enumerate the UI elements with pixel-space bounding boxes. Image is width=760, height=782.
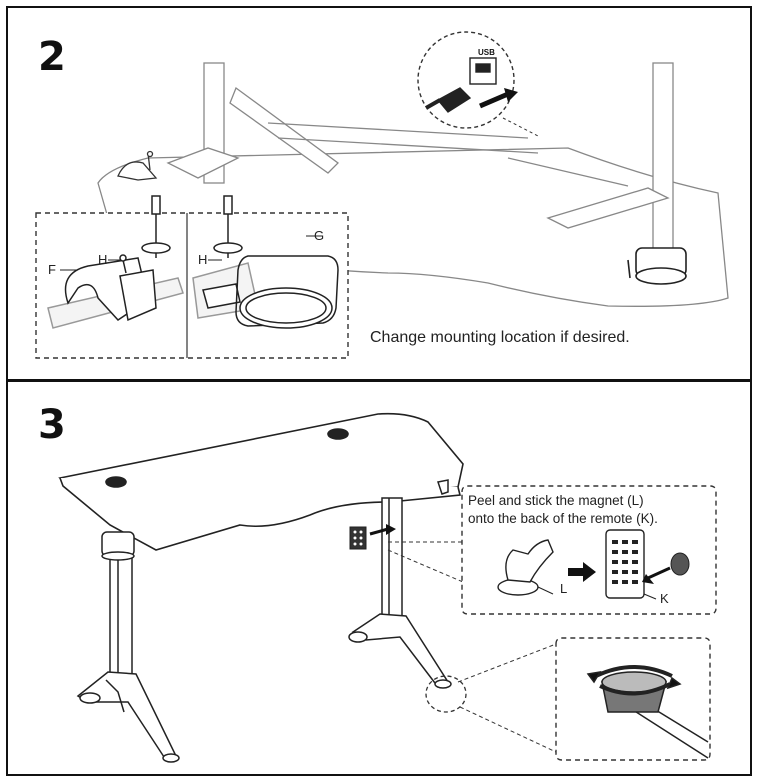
part-label-g: G [314, 228, 324, 243]
part-label-h-left: H [98, 252, 107, 267]
magnet-note-line-1: Peel and stick the magnet (L) [468, 493, 644, 508]
part-label-l: L [560, 581, 567, 596]
step-2-caption: Change mounting location if desired. [370, 329, 630, 346]
part-label-k: K [660, 591, 669, 606]
step-2-illustration: USB [35, 31, 729, 359]
step-number: 2 [38, 34, 66, 80]
step-3-panel: 3 [6, 380, 752, 776]
usb-label: USB [478, 48, 495, 57]
part-label-f: F [48, 262, 56, 277]
usb-callout [417, 31, 515, 129]
magnet-note-line-2: onto the back of the remote (K). [468, 511, 658, 526]
part-label-h-right: H [198, 252, 207, 267]
step-3-illustration: L K [58, 412, 717, 763]
step-2-panel: 2 [6, 6, 752, 381]
step-number: 3 [38, 402, 66, 448]
